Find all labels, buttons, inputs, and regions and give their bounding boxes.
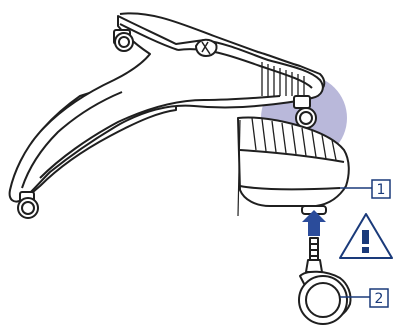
callout-2-label: 2 (375, 291, 384, 307)
warning-triangle-icon (340, 214, 392, 258)
caster-bottom-left (18, 192, 38, 218)
caster-wheel (299, 238, 351, 324)
caster-top-left (114, 30, 133, 51)
callout-1-label: 1 (377, 182, 386, 198)
